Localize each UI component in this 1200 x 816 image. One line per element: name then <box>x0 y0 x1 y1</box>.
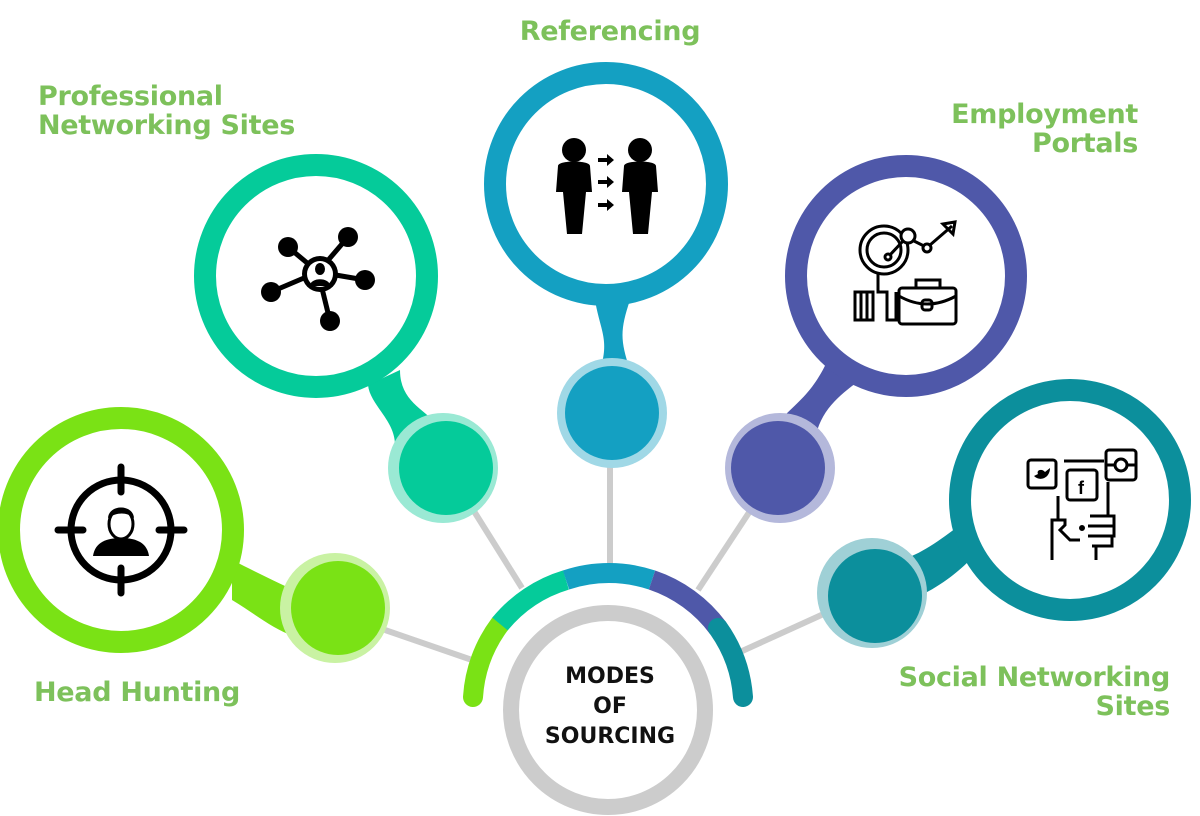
center-hub <box>463 563 753 815</box>
node-referencing[interactable] <box>484 62 728 468</box>
network-person-icon <box>261 227 375 331</box>
arc-segment-referencing <box>562 563 656 590</box>
label-line: Head Hunting <box>34 677 241 708</box>
arc-segment-social <box>708 618 753 707</box>
label-referencing: Referencing <box>510 17 710 46</box>
label-head-hunting: Head Hunting <box>34 678 240 707</box>
center-title-line: MODES <box>565 664 655 689</box>
label-line: Employment <box>951 99 1138 130</box>
node-neck <box>595 300 630 370</box>
connector-employment-portals <box>695 506 755 592</box>
label-professional-networking-sites: Professional Networking Sites <box>38 82 295 140</box>
label-line: Sites <box>1095 691 1171 722</box>
target-person-icon <box>54 463 188 597</box>
job-search-briefcase-icon <box>853 220 958 326</box>
label-employment-portals: Employment Portals <box>951 100 1138 158</box>
label-line: Social Networking <box>898 662 1171 693</box>
small-bubble <box>828 549 922 643</box>
center-title-line: SOURCING <box>544 724 676 749</box>
node-employment-portals[interactable] <box>725 155 1027 523</box>
arc-segment-professional <box>492 570 570 631</box>
small-bubble <box>399 421 493 515</box>
label-line: Networking Sites <box>38 110 295 141</box>
center-ring <box>503 605 713 815</box>
social-media-hand-icon: f <box>1026 448 1138 560</box>
label-line: Referencing <box>519 16 701 47</box>
arc-segment-head-hunting <box>463 614 510 707</box>
connector-social-networking-sites <box>738 609 830 655</box>
center-title-line: OF <box>593 694 627 719</box>
node-social-networking-sites[interactable]: f <box>817 379 1191 648</box>
small-bubble <box>731 421 825 515</box>
big-bubble <box>785 155 1027 397</box>
label-line: Professional <box>38 81 223 112</box>
small-bubble <box>291 561 385 655</box>
node-professional-networking-sites[interactable] <box>194 154 498 523</box>
people-referral-icon <box>556 138 658 234</box>
svg-text:f: f <box>1078 478 1085 498</box>
connectors <box>384 465 830 663</box>
label-social-networking-sites: Social Networking Sites <box>898 662 1171 722</box>
node-head-hunting[interactable] <box>0 407 390 663</box>
label-line: Portals <box>1031 128 1138 159</box>
center-title: MODES OF SOURCING <box>500 662 720 752</box>
connector-head-hunting <box>384 627 473 663</box>
small-bubble <box>565 366 659 460</box>
connector-professional-networking-sites <box>469 506 525 590</box>
